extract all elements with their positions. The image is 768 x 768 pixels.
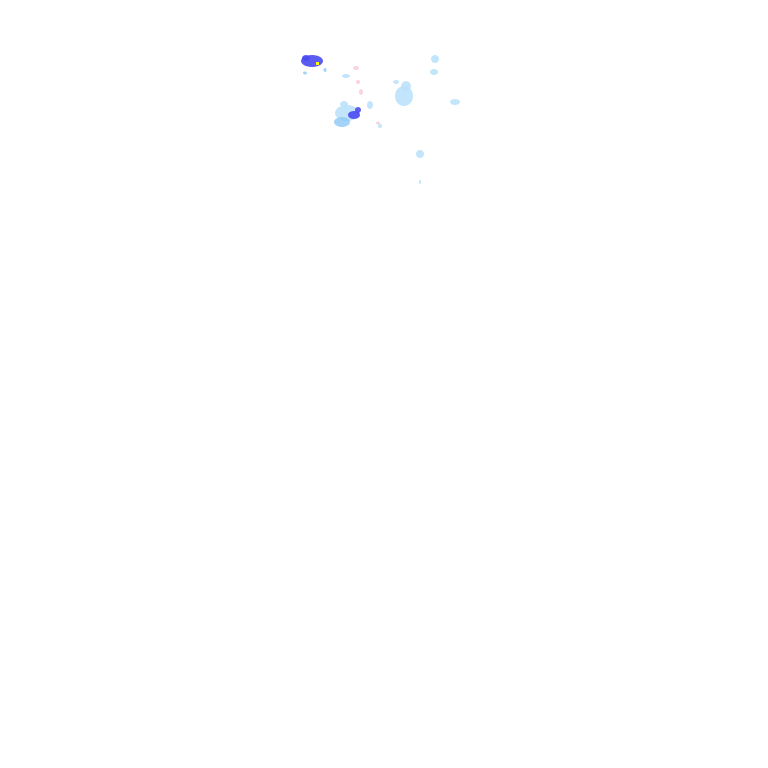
- radar-echo: [348, 111, 360, 119]
- radar-echo: [367, 101, 373, 109]
- radar-echo: [342, 74, 350, 78]
- radar-echo: [356, 80, 360, 84]
- radar-echo: [450, 99, 460, 105]
- radar-echo: [419, 180, 421, 184]
- radar-echo: [393, 80, 399, 84]
- radar-echo: [359, 89, 363, 95]
- radar-echo: [302, 55, 310, 61]
- mixed-precip: [353, 66, 380, 125]
- location-marker: [316, 62, 319, 65]
- radar-echo: [416, 150, 424, 158]
- radar-echo: [334, 117, 350, 127]
- radar-echo: [395, 86, 413, 106]
- radar-echo: [323, 68, 327, 72]
- echo-cell-northwest: [301, 55, 327, 75]
- radar-echo: [378, 124, 382, 128]
- radar-echo: [340, 101, 348, 107]
- echo-cell-center-east: [393, 55, 460, 184]
- radar-echo: [431, 55, 439, 63]
- radar-echo: [401, 81, 411, 91]
- radar-echo: [303, 71, 307, 75]
- echo-cell-center-west: [334, 74, 382, 128]
- radar-echo: [430, 69, 438, 75]
- radar-echo: [353, 66, 359, 70]
- radar-echo: [376, 121, 380, 125]
- radar-echo: [355, 107, 361, 113]
